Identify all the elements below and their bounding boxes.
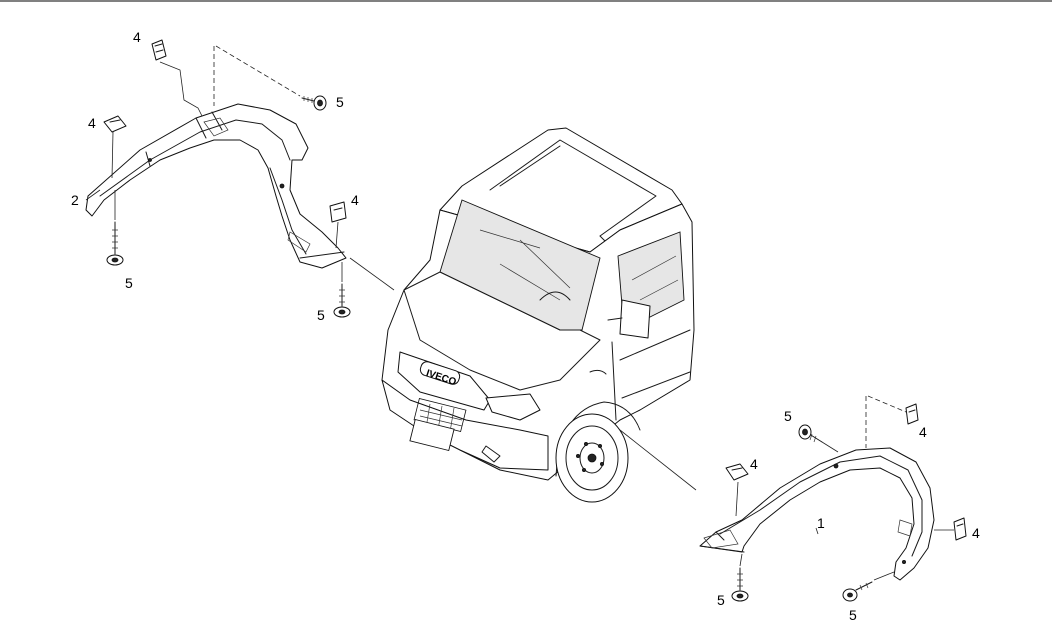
- callout-label: 2: [71, 192, 79, 208]
- clip-icon-3: [329, 201, 347, 223]
- clip-icon-4: [905, 403, 919, 425]
- headlight: [485, 393, 541, 421]
- screw-icon-6: [842, 581, 873, 602]
- clip-icon-1: [151, 39, 167, 61]
- callout-label: 4: [972, 525, 980, 541]
- callout-label: 4: [919, 424, 927, 440]
- grille-badge: [419, 361, 461, 385]
- screw-icon-3: [333, 283, 351, 318]
- callout-label: 5: [784, 408, 792, 424]
- left-wheel-arch-trim: [85, 103, 347, 269]
- callout-label: 4: [750, 456, 758, 472]
- door-lines: [611, 329, 691, 421]
- callout-label: 5: [849, 607, 857, 623]
- leader-lines: [85, 45, 954, 581]
- callout-label: 5: [336, 94, 344, 110]
- clip-icon-6: [953, 517, 967, 541]
- callout-label: 5: [125, 275, 133, 291]
- wiper: [539, 291, 571, 301]
- arch-trim-part-2: [85, 103, 347, 269]
- hood: [403, 271, 601, 391]
- license-plate: [409, 418, 455, 452]
- fog-light: [481, 445, 501, 463]
- roof-rack: [489, 139, 657, 237]
- right-wheel-arch-trim: [699, 447, 935, 581]
- side-mirror: [619, 299, 651, 339]
- screw-icon-2: [106, 221, 124, 266]
- screw-icon-5: [731, 567, 749, 602]
- arch-trim-part-1: [699, 447, 935, 581]
- clip-icon-5: [725, 463, 749, 481]
- callout-label: 4: [351, 192, 359, 208]
- front-bumper: [381, 379, 549, 471]
- van-illustration: IVECO: [381, 127, 695, 503]
- callout-label: 5: [717, 592, 725, 608]
- screw-icon-4: [798, 424, 823, 443]
- clip-icon-2: [103, 115, 127, 133]
- callout-label: 4: [88, 115, 96, 131]
- screw-icon-1: [301, 95, 327, 111]
- callout-label: 5: [317, 307, 325, 323]
- callout-label: 4: [133, 29, 141, 45]
- callout-label: 1: [817, 515, 825, 531]
